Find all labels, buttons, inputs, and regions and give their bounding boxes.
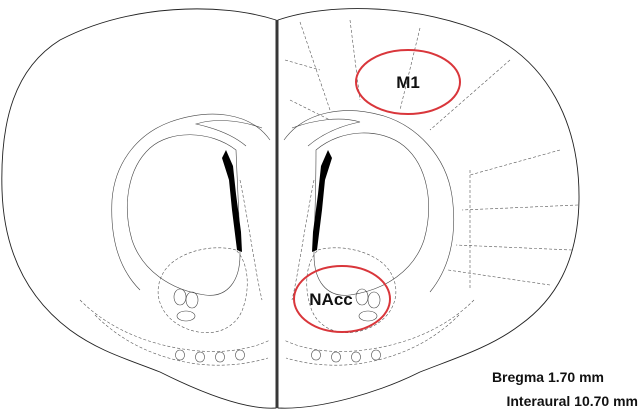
interaural-coordinate: Interaural 10.70 mm: [506, 393, 638, 409]
cortex-boundary: [462, 205, 578, 210]
left-lateral-ventricle: [222, 150, 242, 252]
left-ventral-boundary: [80, 300, 270, 352]
left-anterior-commissure: [174, 289, 186, 305]
left-septum-line: [240, 180, 262, 300]
bregma-coordinate: Bregma 1.70 mm: [492, 369, 604, 385]
cortex-boundary: [300, 22, 330, 110]
cortex-boundary: [448, 270, 550, 285]
right-anterior-commissure: [359, 311, 377, 321]
nacc-label: NAcc: [309, 290, 352, 309]
cortex-boundary: [430, 60, 510, 130]
left-anterior-commissure: [186, 292, 198, 308]
left-anterior-commissure: [177, 311, 195, 321]
cortex-boundary: [350, 20, 360, 100]
left-cc-inner: [196, 121, 262, 146]
left-accumbens-boundary: [158, 248, 247, 333]
left-corpus-callosum: [112, 114, 270, 290]
left-ventral-boundary: [95, 315, 268, 365]
cortex-boundary: [400, 28, 420, 110]
cortex-boundary: [456, 245, 572, 250]
cortex-boundary: [290, 100, 330, 120]
m1-label: M1: [396, 73, 420, 92]
right-anterior-commissure: [356, 289, 368, 305]
cortex-boundary: [470, 150, 560, 175]
right-anterior-commissure: [368, 292, 380, 308]
right-septum-line: [292, 180, 314, 300]
